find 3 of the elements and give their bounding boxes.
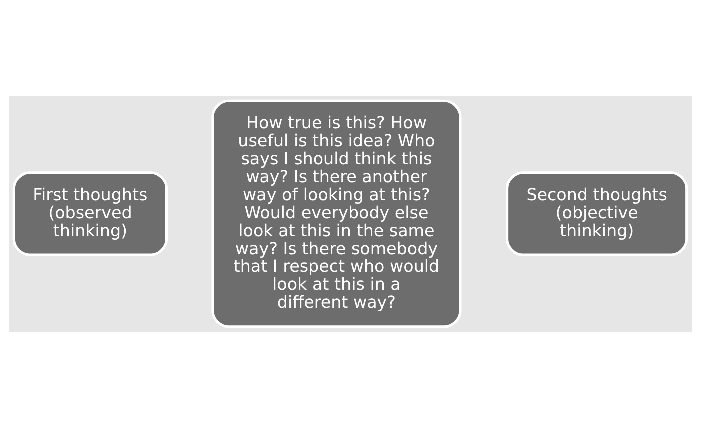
node-box: First thoughts (observed thinking) [12,171,168,256]
node-box: Second thoughts (objective thinking) [506,171,688,256]
node-box: How true is this? How useful is this idea? Who says I should think this way? Is there another way of looking at this? Would everybody else look at this in the same way? Is there somebody that I respect who would look at this in a different way? [212,99,462,328]
